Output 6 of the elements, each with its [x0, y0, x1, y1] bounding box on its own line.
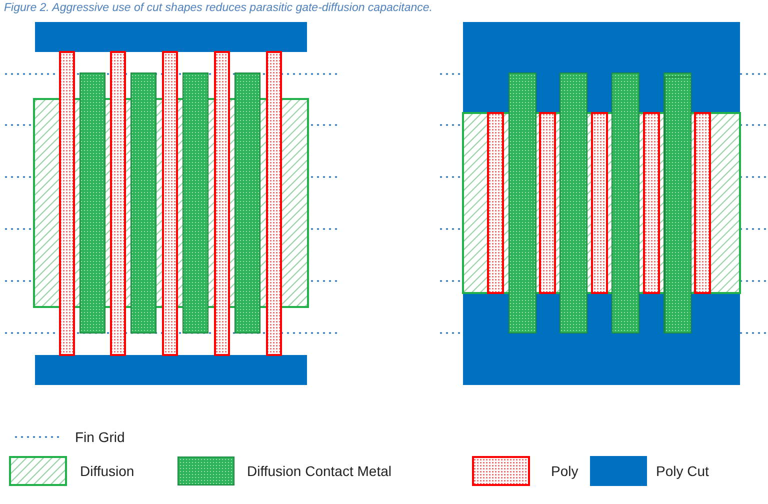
- figure-caption: Figure 2. Aggressive use of cut shapes reduces parasitic gate-diffusion capacitance.: [4, 2, 433, 14]
- legend-label: Diffusion Contact Metal: [247, 463, 392, 479]
- legend-label: Poly: [551, 463, 578, 479]
- legend-label: Poly Cut: [656, 463, 709, 479]
- legend-label: Fin Grid: [75, 429, 125, 445]
- legend-label: Diffusion: [80, 463, 134, 479]
